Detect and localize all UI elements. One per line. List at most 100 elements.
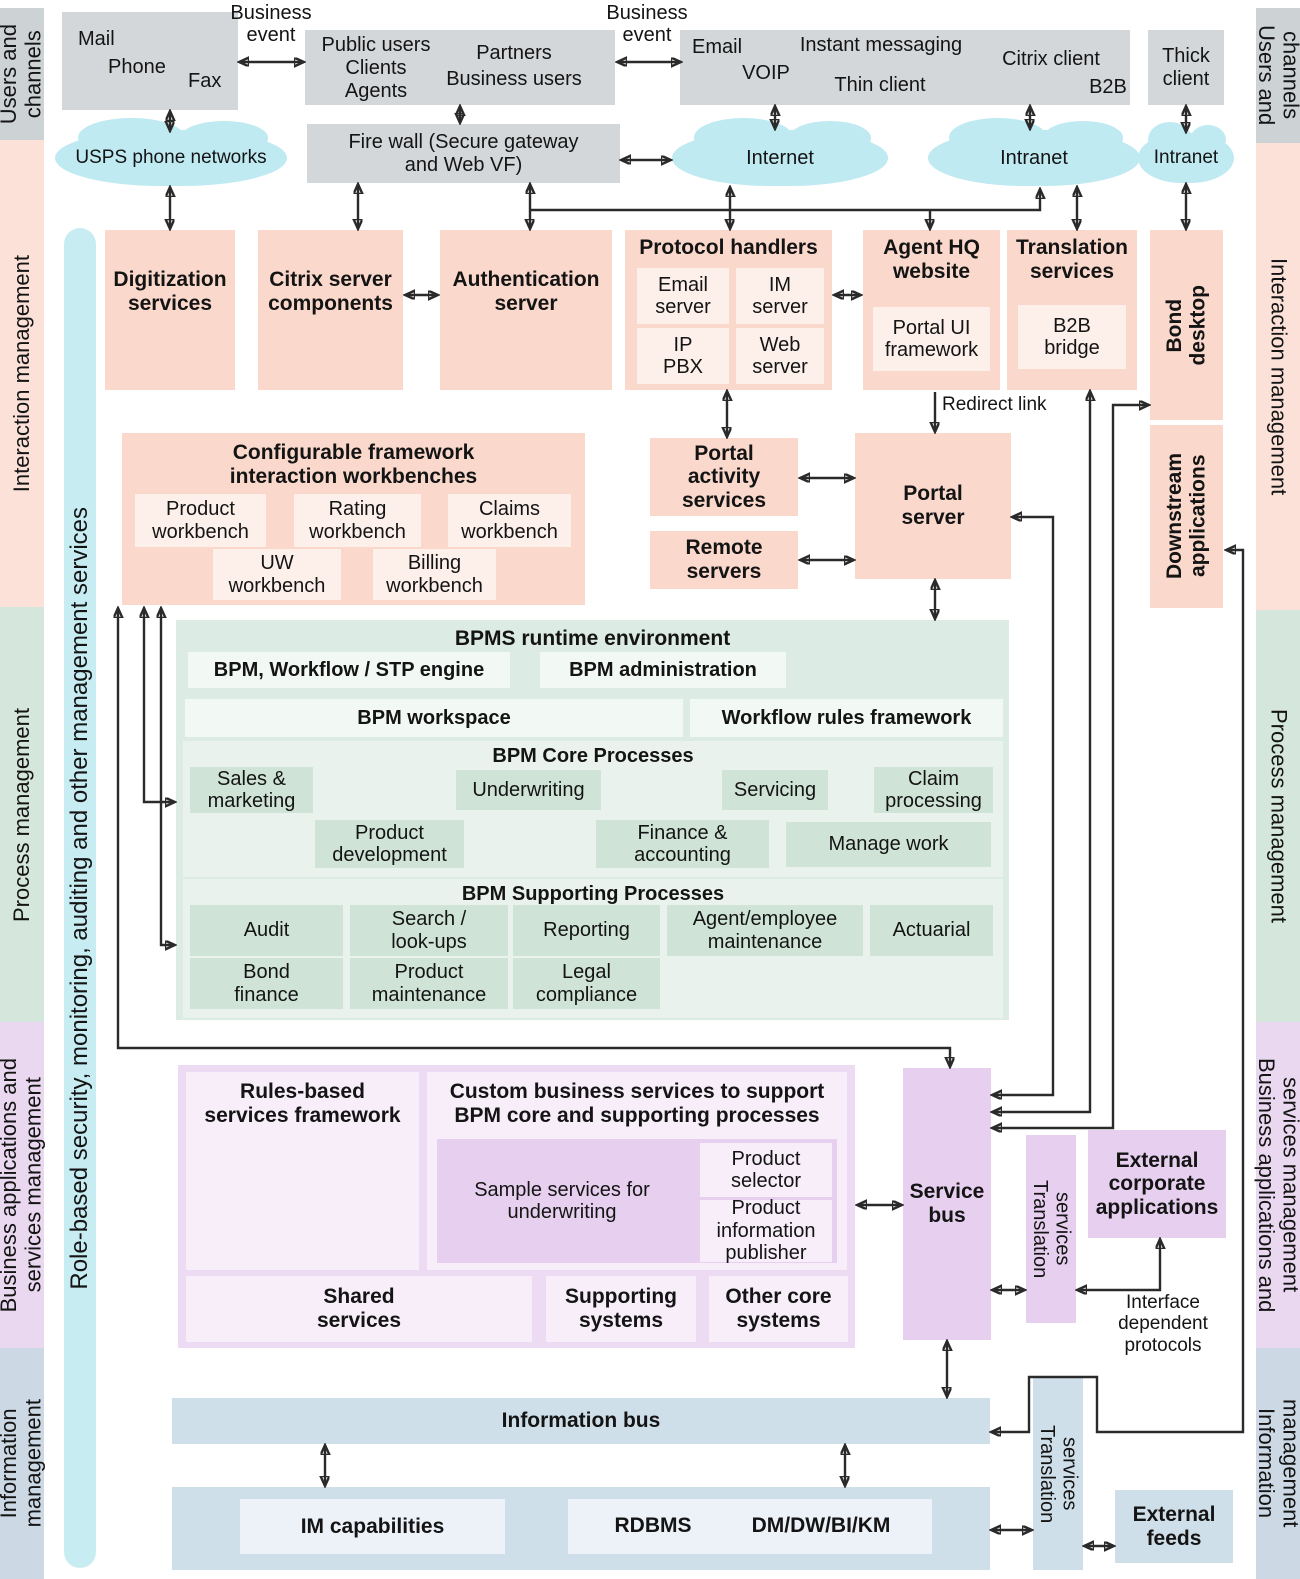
bpms-container-label: BPMS runtime environment — [454, 627, 731, 650]
bpm-administration-label: BPM administration — [569, 658, 757, 681]
translation-services-information-label: Translation services — [1036, 1424, 1081, 1524]
mail-label: Mail — [78, 28, 115, 50]
usps-cloud: USPS phone networks — [55, 117, 287, 186]
uw-workbench-label: UW workbench — [228, 552, 326, 597]
bpm-workflow-stp-engine-label: BPM, Workflow / STP engine — [213, 658, 485, 681]
arrow-workbench-bpmcore — [144, 609, 174, 802]
bpm-workspace-label: BPM workspace — [357, 706, 511, 729]
shared-services-label: Shared services — [316, 1285, 402, 1332]
security-bar-label: Role-based security, monitoring, auditin… — [65, 506, 93, 1290]
underwriting-label: Underwriting — [472, 778, 585, 801]
actuarial-label: Actuarial — [892, 919, 971, 942]
translation-services-business-label: Translation services — [1029, 1179, 1074, 1279]
internet-cloud: Internet — [672, 117, 888, 186]
external-corporate-applications: External corporate applications — [1088, 1130, 1226, 1238]
citrix-client-label: Citrix client — [1002, 48, 1100, 70]
supporting-systems-label: Supporting systems — [565, 1285, 677, 1332]
strip-right-interaction: Interaction management — [1256, 143, 1300, 610]
finance-accounting-label: Finance & accounting — [634, 821, 731, 866]
security-bar: Role-based security, monitoring, auditin… — [64, 228, 96, 1568]
strip-left-users: Users and channels — [0, 8, 46, 140]
email-label: Email — [692, 36, 743, 58]
product-workbench-label: Product workbench — [152, 498, 249, 543]
sample-services-underwriting-label: Sample services for underwriting — [474, 1178, 650, 1223]
authentication-server-label: Authentication server — [452, 268, 600, 315]
arrow-externalapps-translation2 — [1078, 1240, 1160, 1290]
bond-finance: Bond finance — [190, 958, 343, 1009]
claim-processing-label: Claim processing — [885, 767, 982, 812]
bpm-administration: BPM administration — [540, 652, 786, 688]
product-development-label: Product development — [332, 821, 447, 866]
product-maintenance-label: Product maintenance — [371, 961, 487, 1006]
rdbms-dm-box — [568, 1499, 932, 1554]
bond-desktop: Bond desktop — [1150, 230, 1223, 420]
strip-right-information: Information management — [1254, 1348, 1300, 1579]
digitization-services: Digitization services — [105, 230, 235, 390]
portal-ui-framework: Portal UI framework — [873, 307, 990, 371]
cloud-shape — [788, 121, 871, 155]
strip-left-process: Process management — [0, 607, 44, 1022]
translation-services-information: Translation services — [1033, 1378, 1083, 1570]
ip-pbx-label: IP PBX — [662, 333, 704, 378]
web-server: Web server — [736, 328, 824, 384]
servicing-label: Servicing — [733, 778, 817, 801]
cloud-shape — [1189, 125, 1227, 155]
product-workbench: Product workbench — [135, 494, 266, 547]
mail-channels-box — [62, 12, 238, 110]
information-bus-label: Information bus — [501, 1409, 661, 1433]
workbench-container-label: Configurable framework interaction workb… — [229, 441, 478, 488]
servicing: Servicing — [722, 770, 828, 810]
actuarial: Actuarial — [870, 905, 993, 956]
portal-activity-services: Portal activity services — [650, 438, 798, 516]
portal-activity-services-label: Portal activity services — [681, 441, 767, 512]
legal-compliance: Legal compliance — [513, 958, 660, 1009]
redirect-link-label: Redirect link — [942, 394, 1047, 415]
bpm-workspace: BPM workspace — [185, 699, 683, 737]
arrow-bonddesktop-servicebus — [993, 405, 1148, 1128]
claim-processing: Claim processing — [874, 767, 993, 813]
other-core-systems: Other core systems — [709, 1276, 848, 1342]
portal-ui-framework-label: Portal UI framework — [884, 316, 979, 361]
strip-left-process-label: Process management — [8, 707, 34, 922]
product-information-publisher: Product information publisher — [700, 1197, 832, 1264]
audit: Audit — [190, 905, 343, 956]
strip-left-interaction: Interaction management — [0, 140, 44, 607]
workflow-rules-framework: Workflow rules framework — [690, 699, 1003, 737]
strip-right-users-label: Users and channels — [1254, 25, 1300, 126]
strip-right-process: Process management — [1256, 610, 1300, 1022]
internet-cloud-label: Internet — [746, 146, 814, 169]
im-server-label: IM server — [752, 273, 808, 318]
arrow-firewall-line-intranet — [530, 190, 1040, 212]
im-server: IM server — [736, 268, 824, 324]
firewall-box-label: Fire wall (Secure gateway and Web VF) — [348, 131, 579, 176]
external-corporate-applications-label: External corporate applications — [1095, 1148, 1219, 1219]
bpm-workflow-stp-engine: BPM, Workflow / STP engine — [188, 652, 510, 688]
thick-client-box-label: Thick client — [1162, 45, 1210, 90]
strip-left-business-label: Business applications and services manag… — [0, 1057, 46, 1313]
legal-compliance-label: Legal compliance — [535, 961, 638, 1006]
protocol-handlers-label: Protocol handlers — [639, 236, 818, 259]
search-lookups: Search / look-ups — [350, 905, 508, 956]
b2b-bridge-label: B2B bridge — [1044, 314, 1100, 359]
rating-workbench-label: Rating workbench — [309, 498, 406, 543]
uw-workbench: UW workbench — [213, 549, 341, 600]
web-server-label: Web server — [752, 333, 808, 378]
public-users-box — [305, 30, 615, 105]
product-maintenance: Product maintenance — [350, 958, 508, 1009]
arrow-workbench-bpmsupporting — [161, 609, 174, 945]
strip-left-information-label: Information management — [0, 1399, 46, 1528]
electronic-channels-box — [680, 30, 1130, 105]
workflow-rules-framework-label: Workflow rules framework — [721, 706, 972, 729]
business-event-2: Business event — [606, 2, 688, 47]
manage-work-label: Manage work — [828, 833, 949, 856]
external-feeds-label: External feeds — [1132, 1502, 1216, 1550]
information-bus: Information bus — [172, 1398, 990, 1444]
downstream-applications: Downstream applications — [1150, 425, 1223, 608]
manage-work: Manage work — [786, 822, 991, 867]
agent-hq-website-label: Agent HQ website — [883, 236, 980, 283]
rdbms-label: RDBMS — [614, 1514, 692, 1537]
bond-desktop-label: Bond desktop — [1162, 284, 1210, 366]
digitization-services-label: Digitization services — [113, 268, 227, 315]
cloud-shape — [180, 121, 269, 155]
instant-messaging-label: Instant messaging — [799, 34, 963, 56]
